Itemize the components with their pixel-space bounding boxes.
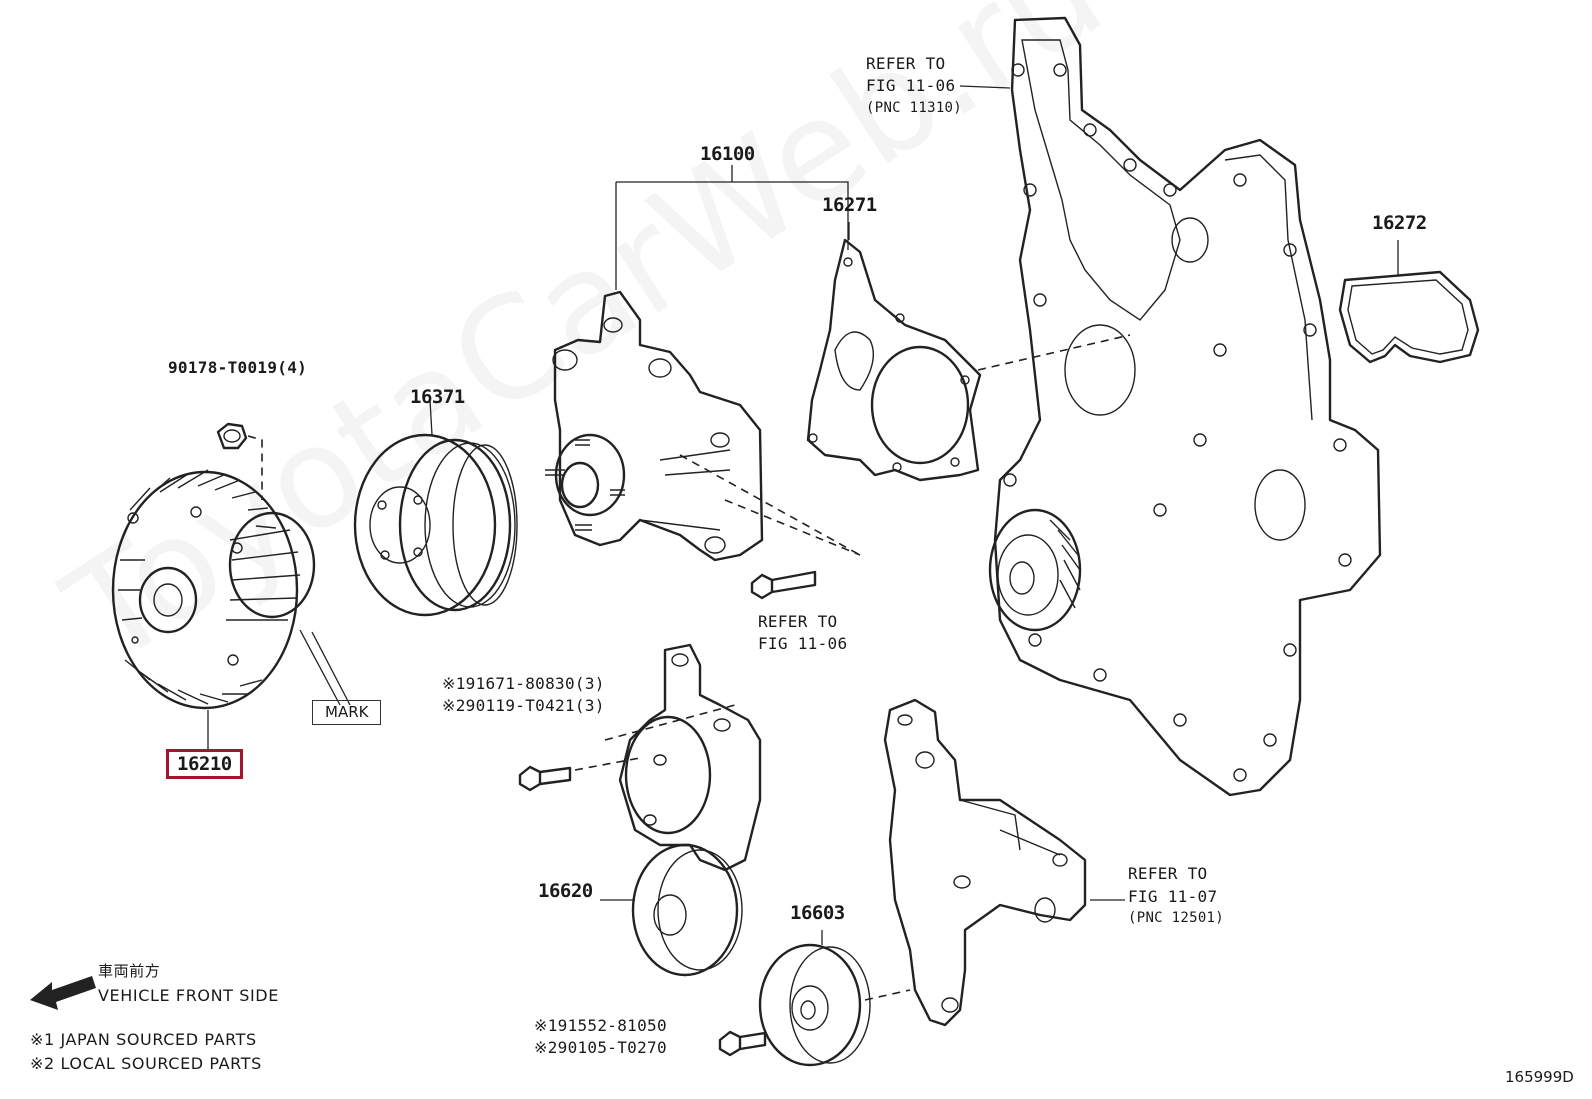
mark-leader	[299, 629, 351, 706]
tensioner-drawing	[518, 643, 762, 977]
ref-fig11-06-top-line3: (PNC 11310)	[866, 100, 963, 116]
vehicle-front-label-jp: 車両前方	[98, 962, 161, 980]
gasket-drawing	[679, 222, 1131, 556]
idler-pulley-drawing	[718, 930, 911, 1067]
bolt-part-290105[interactable]: ※290105-T0270	[534, 1038, 667, 1057]
ref-fig11-06-top-line2: FIG 11-06	[866, 76, 956, 95]
timing-cover-drawing	[959, 16, 1382, 797]
ref-fig11-06-mid-line2: FIG 11-06	[758, 634, 848, 653]
bolt-part-290119[interactable]: ※290119-T0421(3)	[442, 696, 605, 715]
part-number-16620[interactable]: 16620	[538, 880, 593, 902]
part-number-16371[interactable]: 16371	[410, 386, 465, 408]
legend-note-japan: ※1 JAPAN SOURCED PARTS	[30, 1030, 257, 1049]
part-number-16272[interactable]: 16272	[1372, 212, 1427, 234]
part-number-16100[interactable]: 16100	[700, 143, 755, 165]
idler-bracket-drawing	[883, 698, 1125, 1027]
pump-bolt-drawing	[750, 570, 817, 600]
mark-label: MARK	[312, 700, 382, 725]
bolt-part-191552[interactable]: ※191552-81050	[534, 1016, 667, 1035]
legend-note-local: ※2 LOCAL SOURCED PARTS	[30, 1054, 262, 1073]
part-number-16210-highlighted[interactable]: 16210	[166, 749, 243, 779]
ref-fig11-07-line1: REFER TO	[1128, 864, 1208, 883]
part-number-16603[interactable]: 16603	[790, 902, 845, 924]
vehicle-front-label-en: VEHICLE FRONT SIDE	[98, 986, 279, 1005]
bolt-part-191671[interactable]: ※191671-80830(3)	[442, 674, 605, 693]
part-number-90178-nut[interactable]: 90178-T0019(4)	[168, 358, 308, 377]
fan-clutch-drawing	[111, 469, 316, 710]
water-pump-drawing	[545, 165, 849, 562]
ref-fig11-07-line2: FIG 11-07	[1128, 887, 1218, 906]
part-number-16271[interactable]: 16271	[822, 194, 877, 216]
diagram-id: 165999D	[1505, 1068, 1574, 1086]
ref-fig11-06-top-line1: REFER TO	[866, 54, 946, 73]
pulley-drawing	[353, 399, 518, 617]
ref-fig11-06-mid-line1: REFER TO	[758, 612, 838, 631]
nut-drawing	[216, 422, 263, 500]
ref-fig11-07-line3: (PNC 12501)	[1128, 910, 1225, 926]
o-ring-drawing	[1338, 240, 1480, 364]
vehicle-front-arrow	[30, 976, 96, 1010]
